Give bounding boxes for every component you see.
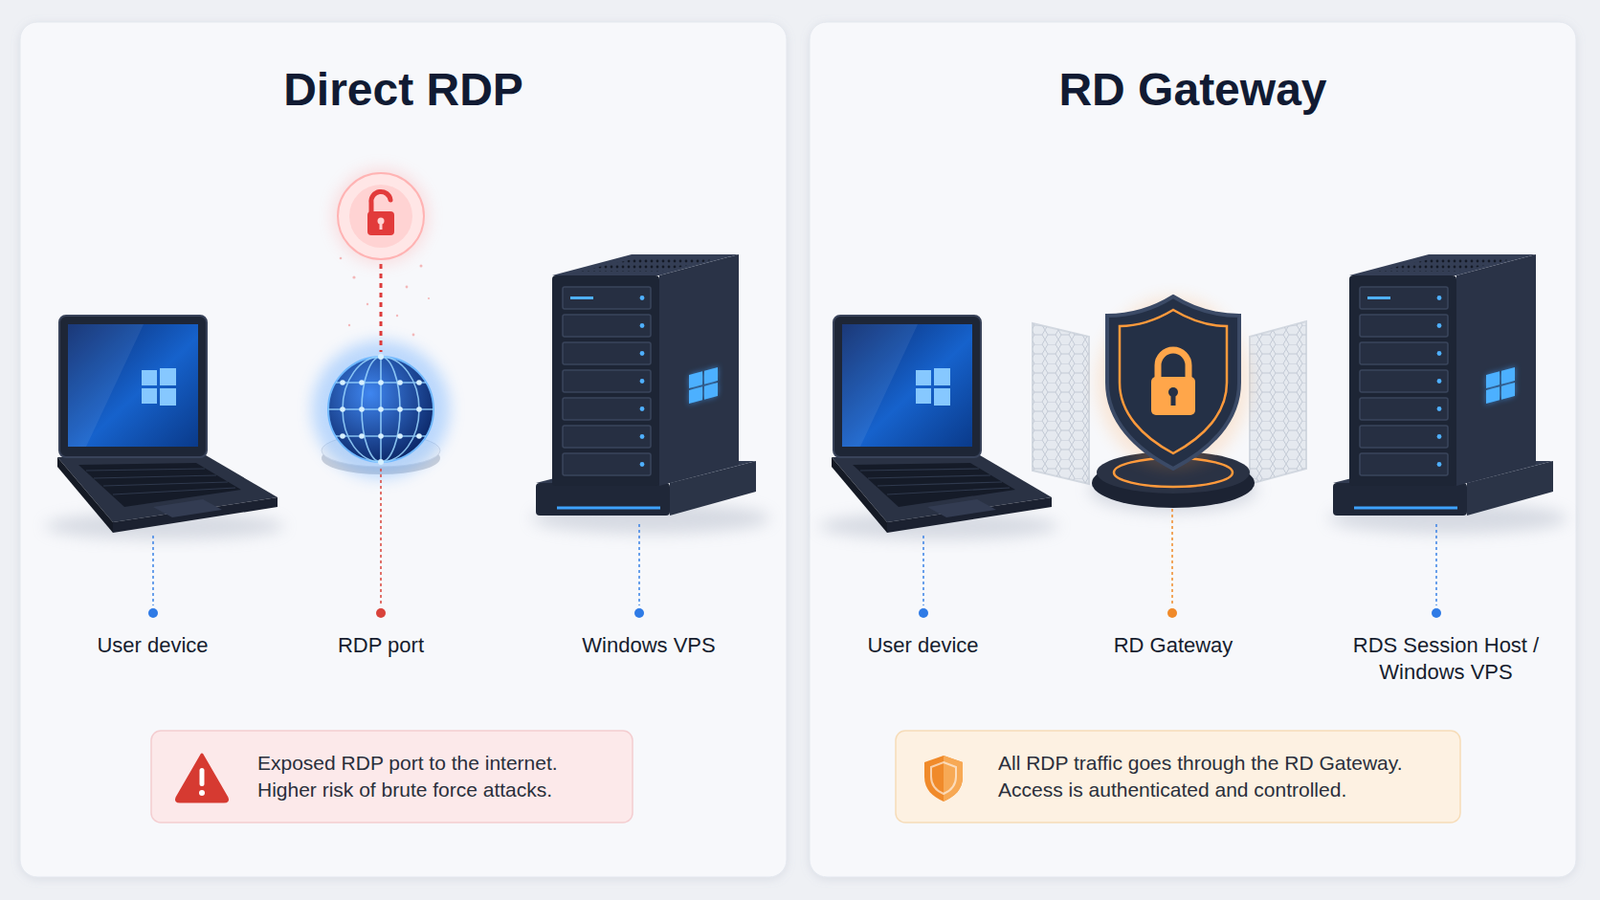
globe-icon bbox=[311, 340, 450, 479]
note-text: All RDP traffic goes through the RD Gate… bbox=[998, 750, 1447, 804]
device-node: RDS Session Host / Windows VPS bbox=[1338, 234, 1554, 687]
warning-icon bbox=[176, 755, 227, 802]
device-node: User device bbox=[824, 315, 981, 660]
exposed-lock-icon bbox=[333, 168, 430, 353]
panel-background bbox=[20, 22, 787, 878]
device-node: RD Gateway bbox=[1105, 287, 1242, 660]
device-label: User device bbox=[74, 632, 231, 660]
leader-line bbox=[148, 468, 645, 619]
device-label: User device bbox=[844, 632, 1001, 660]
dashed-connector bbox=[206, 412, 326, 419]
leader-line bbox=[918, 509, 1442, 619]
note-background bbox=[895, 731, 1461, 823]
note-box: Exposed RDP port to the internet. Higher… bbox=[151, 731, 633, 823]
dashed-connector bbox=[1241, 425, 1339, 432]
note-background bbox=[151, 731, 633, 823]
device-label: RDP port bbox=[325, 632, 437, 660]
gateway-shield-icon bbox=[1088, 296, 1258, 513]
device-label: Windows VPS bbox=[541, 632, 756, 660]
note-box: All RDP traffic goes through the RD Gate… bbox=[895, 731, 1461, 823]
device-label: RDS Session Host / Windows VPS bbox=[1338, 632, 1554, 687]
device-label: RD Gateway bbox=[1105, 632, 1242, 660]
server-icon bbox=[1328, 254, 1568, 534]
panel: Direct RDPUser deviceRDP portWindows VPS… bbox=[20, 22, 787, 878]
device-node: User device bbox=[50, 315, 207, 660]
dashed-connector bbox=[436, 412, 542, 419]
panel-background bbox=[809, 22, 1577, 878]
device-node: Windows VPS bbox=[541, 234, 756, 660]
laptop-icon bbox=[819, 315, 1059, 540]
dashed-connector bbox=[980, 410, 1106, 417]
panel-title: Direct RDP bbox=[20, 62, 787, 118]
server-icon bbox=[531, 254, 771, 534]
note-text: Exposed RDP port to the internet. Higher… bbox=[257, 750, 614, 804]
shield-icon bbox=[924, 755, 963, 802]
panel-title: RD Gateway bbox=[809, 62, 1577, 118]
laptop-icon bbox=[44, 315, 285, 540]
device-node: RDP port bbox=[325, 172, 437, 660]
panel: RD GatewayUser deviceRD GatewayRDS Sessi… bbox=[809, 22, 1577, 878]
